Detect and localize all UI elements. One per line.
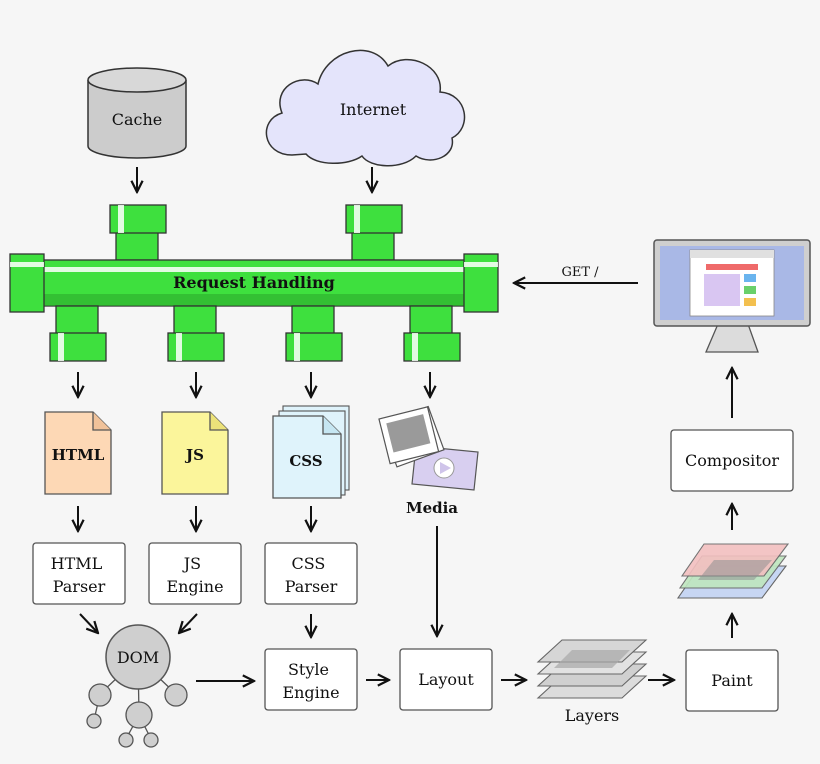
arrow-js-engine-to-dom <box>179 613 198 633</box>
js-engine-label: JS Engine <box>166 554 223 596</box>
css-file-label: CSS <box>289 452 322 470</box>
arrow-html-parser-to-dom <box>79 613 98 633</box>
paint-box <box>685 649 779 712</box>
internet-label: Internet <box>340 100 407 119</box>
internet-cloud-icon <box>265 49 466 167</box>
dom-tree-icon <box>86 624 188 748</box>
style-engine-label: Style Engine <box>282 660 339 702</box>
css-parser-box <box>264 542 358 605</box>
dom-label: DOM <box>117 648 159 667</box>
style-engine-box <box>264 648 358 711</box>
request-handling-label: Request Handling <box>173 273 335 292</box>
html-parser-label: HTML Parser <box>51 554 108 596</box>
layout-label: Layout <box>418 670 474 689</box>
cache-label: Cache <box>112 110 163 129</box>
css-parser-label: CSS Parser <box>285 554 338 596</box>
compositor-box <box>670 429 794 492</box>
paint-label: Paint <box>711 671 753 690</box>
html-parser-box <box>32 542 126 605</box>
compositor-label: Compositor <box>685 451 779 470</box>
layers-stack-icon <box>536 639 648 699</box>
painted-layers-icon <box>676 543 790 599</box>
js-file-icon <box>161 411 229 495</box>
html-file-label: HTML <box>52 446 105 464</box>
js-file-label: JS <box>184 446 204 464</box>
media-label: Media <box>406 499 458 517</box>
media-photos-icon <box>378 405 479 491</box>
get-request-label: GET / <box>561 265 599 280</box>
layers-label: Layers <box>565 706 620 725</box>
css-files-icon <box>272 405 350 499</box>
js-engine-box <box>148 542 242 605</box>
cache-database-icon <box>87 67 187 159</box>
monitor-icon <box>653 239 811 353</box>
html-file-icon <box>44 411 112 495</box>
layout-box <box>399 648 493 711</box>
request-handling-pipe <box>9 204 499 362</box>
